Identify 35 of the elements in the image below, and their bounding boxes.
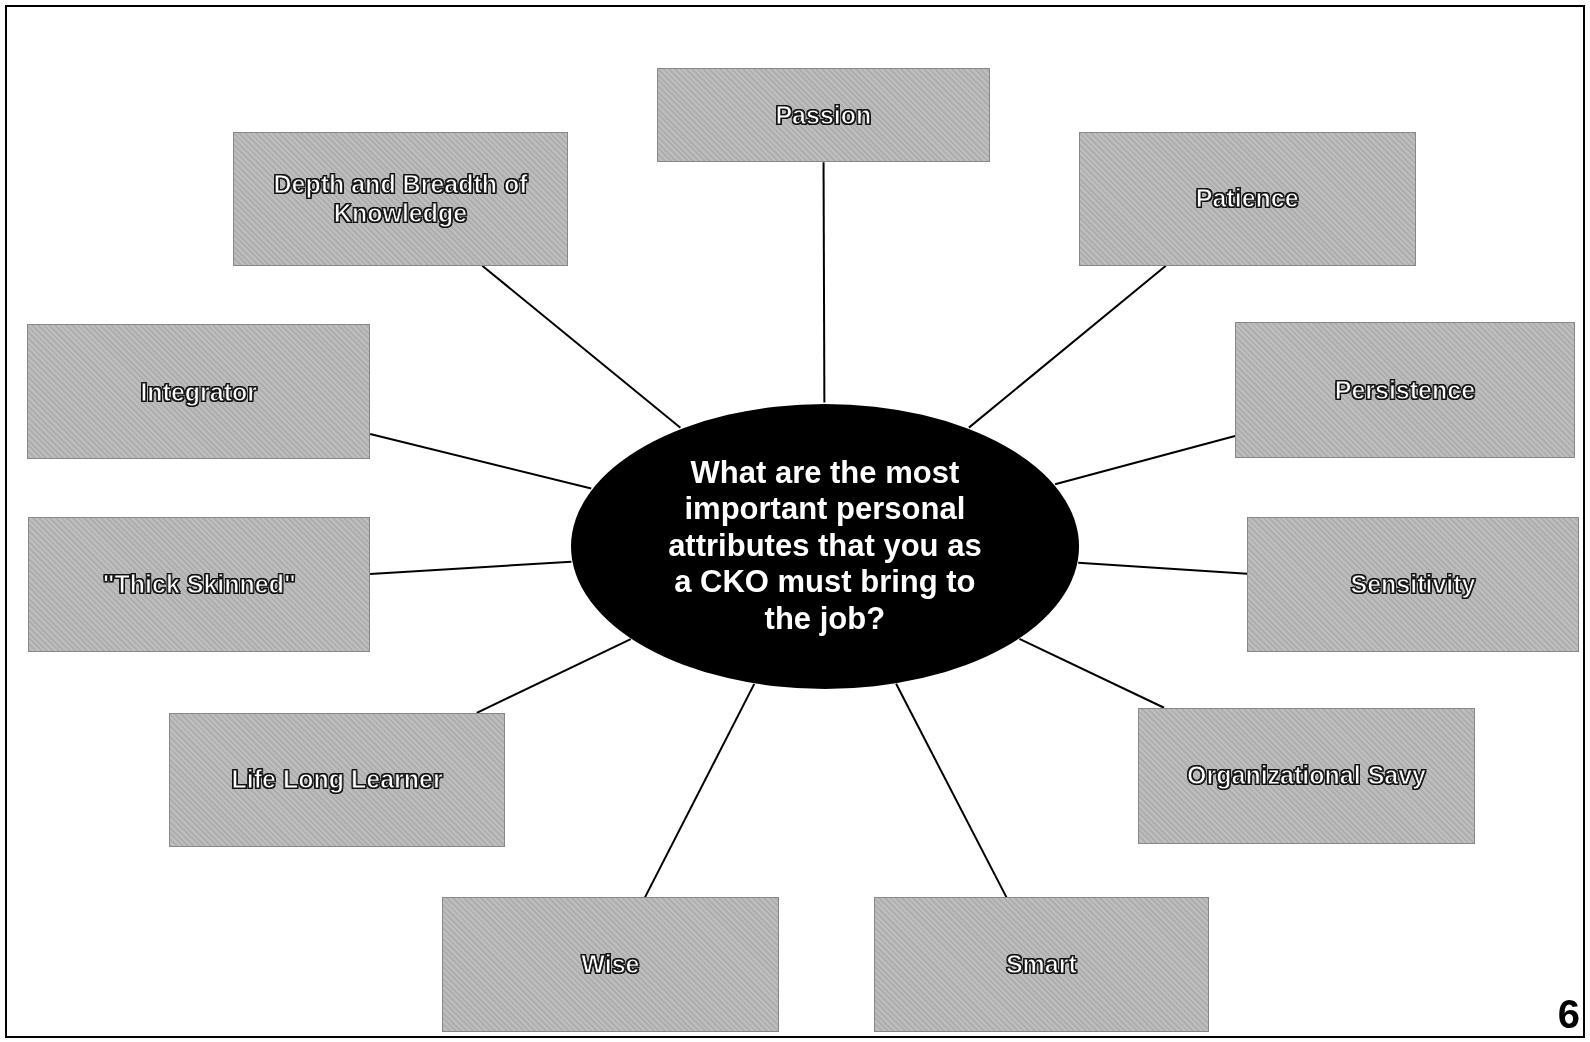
connector-line — [475, 638, 632, 714]
attribute-box — [27, 324, 371, 460]
attribute-label: Organizational Savy — [1186, 760, 1427, 792]
connector-line — [643, 682, 756, 899]
question-text: What are the most important personal attributes that you as a CKO must bring to the job? — [667, 454, 983, 638]
attribute-box — [169, 712, 505, 847]
connector-line — [822, 161, 826, 404]
question-ellipse — [569, 402, 1080, 690]
attribute-box — [442, 897, 779, 1033]
connector-line — [369, 560, 573, 576]
attribute-box — [28, 517, 371, 652]
attribute-label: Integrator — [139, 376, 259, 408]
attribute-label: Patience — [1194, 183, 1300, 215]
attribute-box — [233, 131, 568, 266]
attribute-label: Wise — [580, 949, 641, 981]
attribute-label: "Thick Skinned" — [101, 569, 297, 601]
connector-line — [967, 264, 1167, 429]
attribute-box — [1247, 517, 1579, 652]
attribute-box — [874, 897, 1209, 1033]
attribute-box — [1235, 322, 1575, 459]
attribute-label: Persistence — [1333, 375, 1477, 406]
connector-line — [369, 433, 593, 490]
attribute-label: Sensitivity — [1349, 569, 1477, 601]
attribute-label: Depth and Breadth of Knowledge — [272, 169, 529, 229]
attribute-label: Life Long Learner — [230, 764, 444, 796]
connector-line — [1054, 434, 1237, 486]
attribute-box — [1078, 131, 1416, 266]
attribute-label: Smart — [1004, 949, 1078, 981]
attribute-box — [1137, 707, 1476, 844]
connector-line — [895, 682, 1008, 899]
connector-line — [1018, 637, 1166, 709]
connector-line — [1077, 561, 1249, 575]
attribute-label: Passion — [774, 99, 873, 131]
connector-line — [481, 264, 682, 429]
attribute-box — [657, 67, 990, 163]
